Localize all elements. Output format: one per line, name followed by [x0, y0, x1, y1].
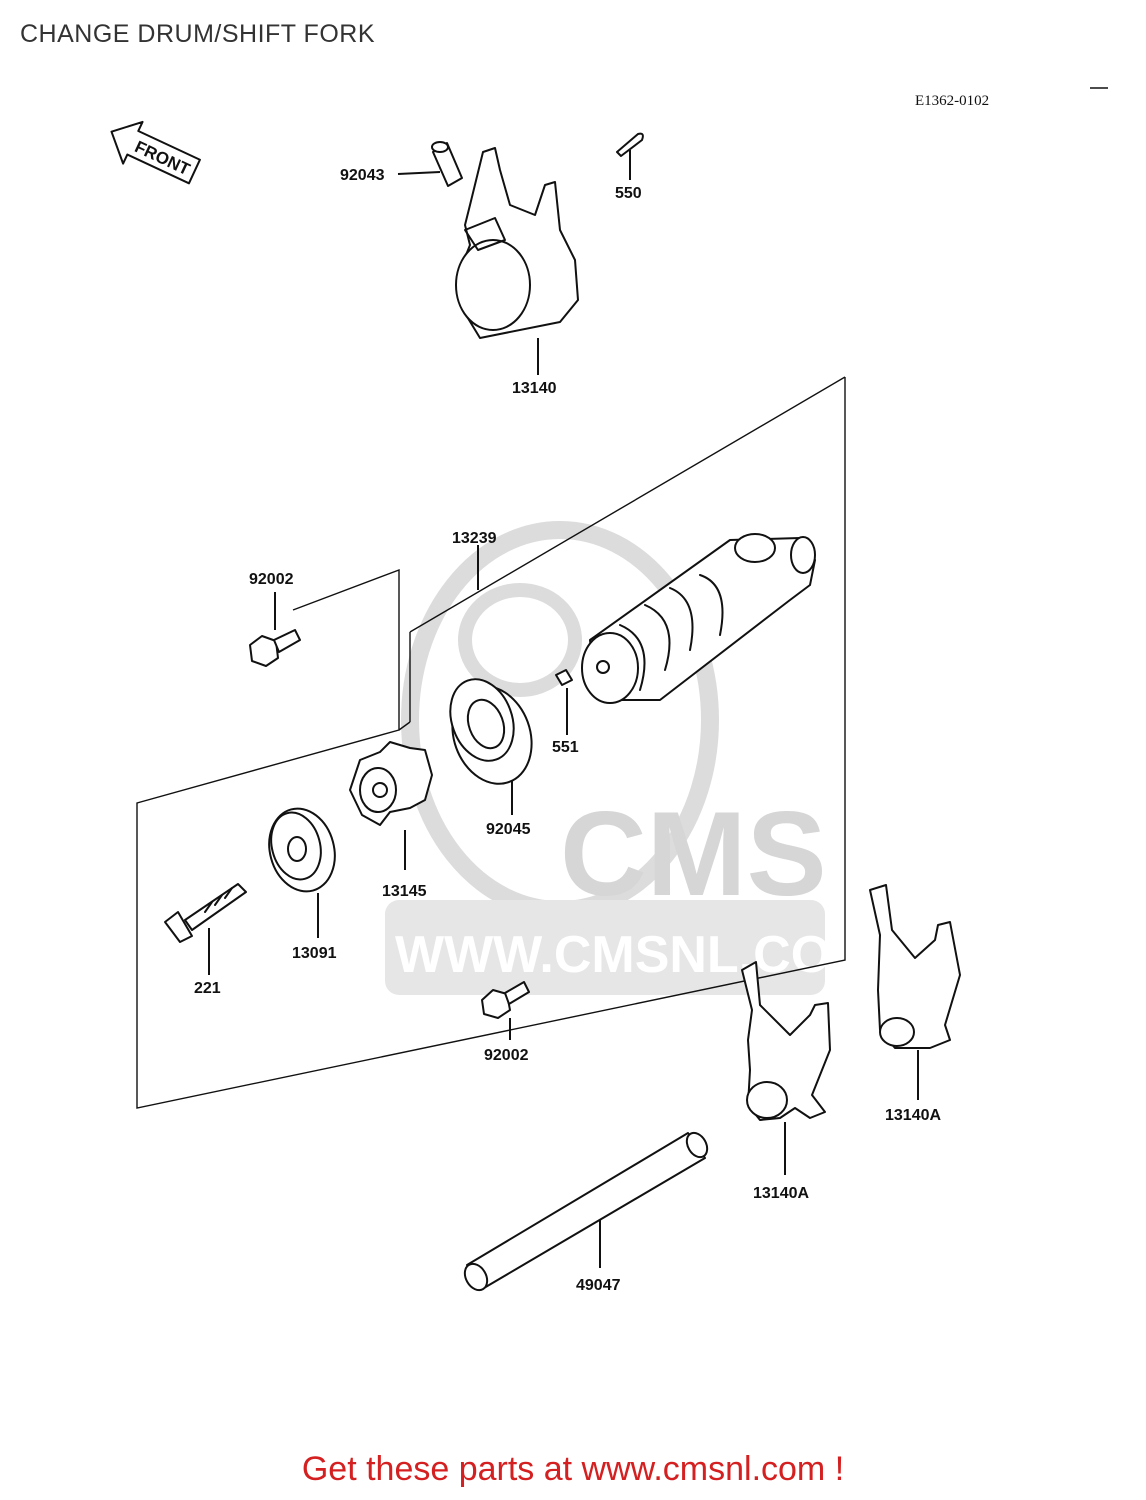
page-title: CHANGE DRUM/SHIFT FORK — [20, 20, 375, 48]
pin-551: 551 — [552, 669, 579, 756]
parts-diagram: CMS WWW.CMSNL.COM E1362-0102 FRONT 92043… — [110, 87, 1108, 1294]
bearing-92045: 92045 — [449, 678, 533, 838]
watermark-url: WWW.CMSNL.COM — [395, 926, 874, 984]
shift-fork-13140: 13140 — [455, 147, 579, 397]
label-551: 551 — [552, 739, 579, 756]
shift-fork-13140a-right: 13140A — [869, 884, 961, 1124]
label-13140a-left: 13140A — [753, 1185, 809, 1202]
label-13145: 13145 — [382, 883, 427, 900]
bolt-92002-lower: 92002 — [481, 981, 530, 1064]
front-arrow-icon: FRONT — [110, 120, 201, 185]
shift-drum-13239: 13239 — [452, 530, 816, 704]
shaft-49047: 49047 — [463, 1131, 709, 1294]
label-49047: 49047 — [576, 1277, 621, 1294]
assembly-frame — [136, 376, 846, 1109]
label-92002-upper: 92002 — [249, 571, 294, 588]
label-550: 550 — [615, 185, 642, 202]
cms-watermark: CMS WWW.CMSNL.COM — [385, 521, 874, 995]
label-13140a-right: 13140A — [885, 1107, 941, 1124]
watermark-brand: CMS — [560, 787, 827, 921]
cam-13091: 13091 — [268, 807, 337, 962]
label-13091: 13091 — [292, 945, 337, 962]
shift-fork-13140a-left: 13140A — [741, 961, 831, 1202]
pin-92043: 92043 — [340, 141, 463, 187]
label-92045: 92045 — [486, 821, 531, 838]
cotter-pin-550: 550 — [615, 132, 644, 202]
label-92002-lower: 92002 — [484, 1047, 529, 1064]
label-92043: 92043 — [340, 167, 385, 184]
label-13239: 13239 — [452, 530, 497, 547]
screw-221: 221 — [164, 883, 247, 997]
bolt-92002-upper: 92002 — [249, 571, 301, 667]
label-13140: 13140 — [512, 380, 557, 397]
pin-plate-13145: 13145 — [349, 741, 433, 900]
label-221: 221 — [194, 980, 221, 997]
footer-link[interactable]: Get these parts at www.cmsnl.com ! — [301, 1450, 845, 1488]
diagram-code: E1362-0102 — [915, 93, 989, 109]
